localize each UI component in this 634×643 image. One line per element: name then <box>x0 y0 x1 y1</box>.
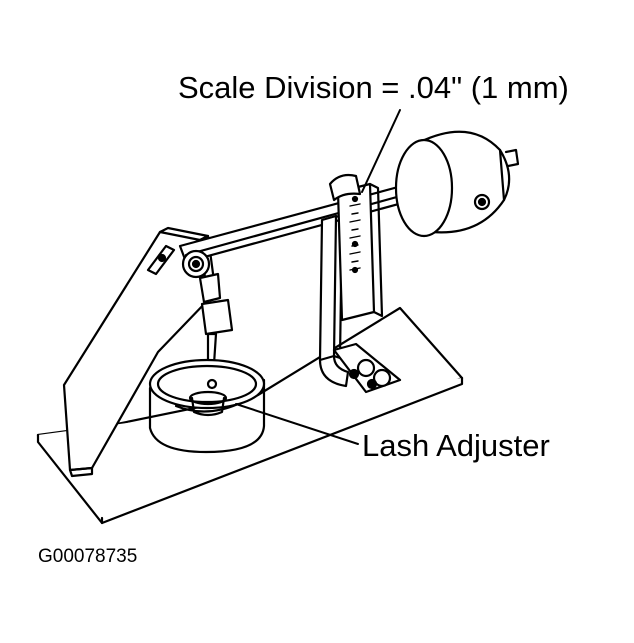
post-bracket <box>332 342 402 394</box>
lever-arm <box>178 178 430 264</box>
scale-division-label: Scale Division = .04" (1 mm) <box>178 70 569 105</box>
scale-post <box>318 214 350 388</box>
pivot-stand <box>62 226 218 478</box>
lash-adjuster-cup <box>148 358 266 454</box>
counterweight <box>394 130 520 238</box>
pivot-bolt <box>181 249 211 279</box>
figure-id: G00078735 <box>38 546 138 567</box>
graduated-scale <box>328 173 384 322</box>
scale-leader-line <box>361 109 401 193</box>
lash-adjuster-label: Lash Adjuster <box>362 428 550 463</box>
lash-adjuster-leader-line <box>235 403 359 445</box>
